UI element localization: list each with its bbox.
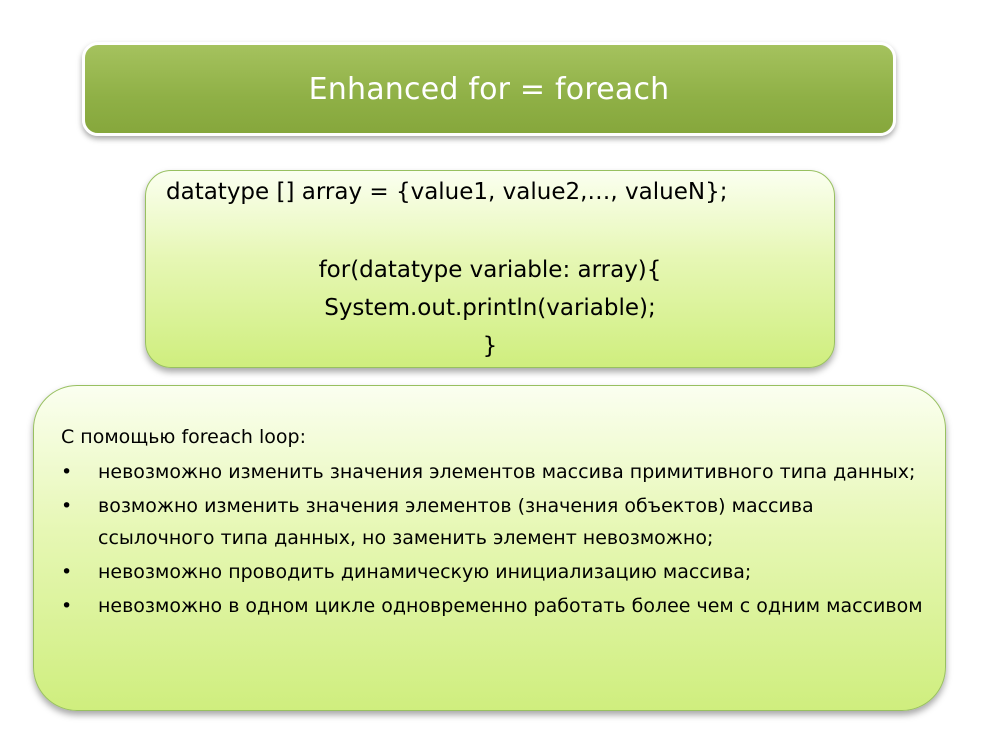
- slide-title: Enhanced for = foreach: [308, 71, 670, 107]
- bullet-icon: •: [61, 595, 73, 617]
- code-line-closing-brace: }: [482, 333, 498, 359]
- code-line-declaration: datatype [] array = {value1, value2,…, v…: [166, 179, 728, 205]
- list-item: • невозможно проводить динамическую иниц…: [61, 556, 931, 588]
- list-item-text: невозможно в одном цикле одновременно ра…: [98, 595, 923, 617]
- limitations-list: • невозможно изменить значения элементов…: [61, 456, 931, 624]
- list-item: • невозможно изменить значения элементов…: [61, 456, 931, 488]
- list-item: • невозможно в одном цикле одновременно …: [61, 590, 931, 622]
- foreach-limitations-box: С помощью foreach loop: • невозможно изм…: [33, 385, 946, 711]
- list-item-text: невозможно проводить динамическую инициа…: [98, 561, 752, 583]
- list-item-text: невозможно изменить значения элементов м…: [98, 461, 916, 483]
- list-item-text: возможно изменить значения элементов (зн…: [98, 495, 814, 549]
- list-item: • возможно изменить значения элементов (…: [61, 490, 931, 554]
- code-line-print: System.out.println(variable);: [324, 295, 656, 321]
- code-example-box: datatype [] array = {value1, value2,…, v…: [145, 170, 835, 368]
- bullet-icon: •: [61, 495, 73, 517]
- bullet-icon: •: [61, 461, 73, 483]
- title-banner: Enhanced for = foreach: [82, 42, 896, 136]
- bullet-icon: •: [61, 561, 73, 583]
- code-line-for-header: for(datatype variable: array){: [318, 257, 662, 283]
- limitations-intro: С помощью foreach loop:: [61, 426, 306, 448]
